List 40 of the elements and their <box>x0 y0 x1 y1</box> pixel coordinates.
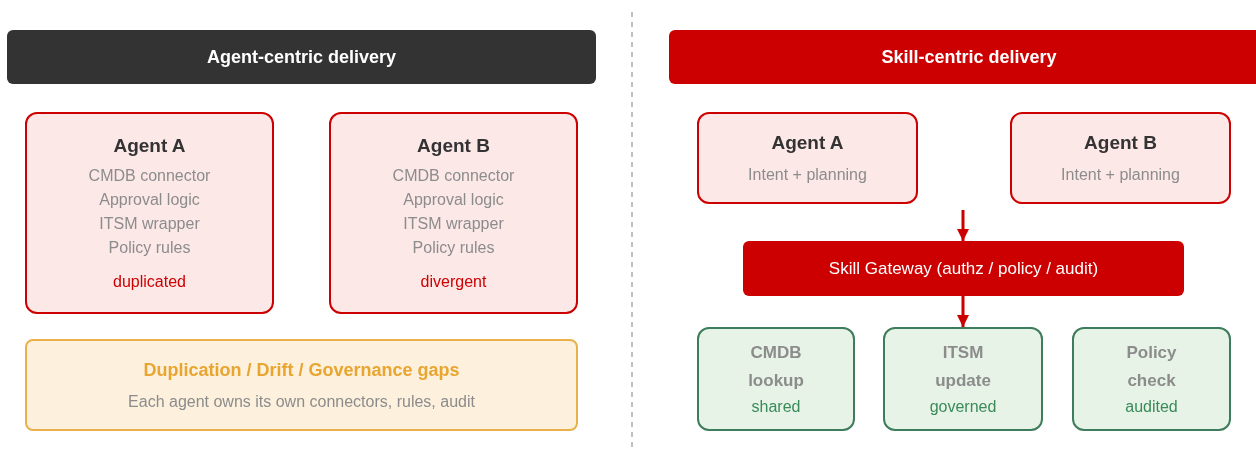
gateway-label: Skill Gateway (authz / policy / audit) <box>828 257 1099 280</box>
skill-status: audited <box>1125 397 1178 418</box>
agent-card <box>329 112 578 314</box>
agent-card <box>697 112 918 204</box>
agent-title: Agent A <box>771 130 844 155</box>
warning-text: Each agent owns its own connectors, rules, audit <box>128 391 475 412</box>
capability-text: ITSM wrapper <box>99 214 200 235</box>
section-header <box>669 30 1256 84</box>
role-text: Intent + planning <box>748 165 867 186</box>
capability-text: ITSM wrapper <box>403 214 504 235</box>
capability-text: CMDB connector <box>88 166 211 187</box>
section-title: Agent-centric delivery <box>206 45 397 69</box>
skill-title: CMDB lookup <box>747 341 805 392</box>
warning-box <box>25 339 578 431</box>
role-text: Intent + planning <box>1061 165 1180 186</box>
skill-card <box>697 327 855 431</box>
agent-title: Agent B <box>417 133 490 158</box>
skill-title: ITSM update <box>934 341 992 392</box>
capability-text: Approval logic <box>99 190 200 211</box>
skill-title: Policy check <box>1125 341 1178 392</box>
skill-status: governed <box>929 397 997 418</box>
agent-title: Agent A <box>113 133 186 158</box>
capability-text: Approval logic <box>403 190 504 211</box>
arrow <box>957 210 969 241</box>
section-title: Skill-centric delivery <box>881 45 1057 69</box>
skill-card <box>883 327 1043 431</box>
skill-card <box>1072 327 1231 431</box>
capability-text: Policy rules <box>108 238 191 259</box>
agent-title: Agent B <box>1084 130 1157 155</box>
status-text: divergent <box>420 272 487 293</box>
agent-card <box>25 112 274 314</box>
status-text: duplicated <box>113 272 186 293</box>
section-header <box>7 30 596 84</box>
capability-text: CMDB connector <box>392 166 515 187</box>
gateway-box <box>743 241 1184 296</box>
arrow <box>957 296 969 327</box>
agent-card <box>1010 112 1231 204</box>
warning-title: Duplication / Drift / Governance gaps <box>143 358 460 382</box>
capability-text: Policy rules <box>412 238 495 259</box>
skill-status: shared <box>751 397 801 418</box>
